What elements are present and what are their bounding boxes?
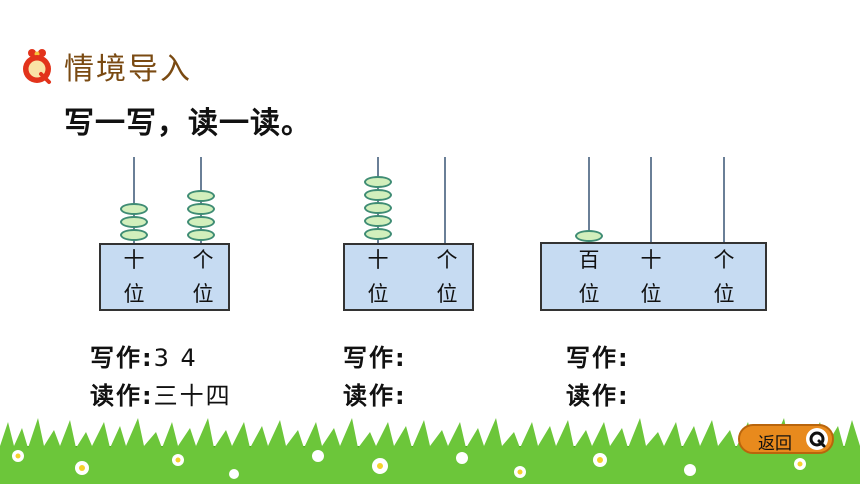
abacus-frame [343, 243, 474, 311]
rod-ones [444, 157, 446, 245]
bead [364, 176, 392, 188]
written-line: 写作:3 4 [90, 338, 198, 373]
place-label-tens: 十 位 [640, 248, 662, 306]
read-line: 读作: [343, 376, 407, 411]
place-label-tens: 十 位 [123, 248, 145, 306]
written-label: 写作: [90, 344, 154, 372]
instruction-text: 写一写，读一读。 [64, 106, 312, 141]
bead [187, 216, 215, 228]
rod-ones [723, 157, 725, 245]
bead [120, 203, 148, 215]
place-label-tens: 十 位 [367, 248, 389, 306]
rod-tens [133, 157, 135, 245]
written-value: 3 4 [153, 344, 198, 372]
read-value: 三十四 [153, 382, 232, 410]
bead [364, 202, 392, 214]
bead [187, 229, 215, 241]
written-line: 写作: [566, 338, 630, 373]
back-button[interactable]: 返回 [738, 424, 834, 454]
bead [187, 190, 215, 202]
grass-decoration [0, 416, 860, 484]
read-line: 读作:三十四 [90, 376, 232, 411]
bead [575, 230, 603, 242]
read-line: 读作: [566, 376, 630, 411]
bead [364, 215, 392, 227]
place-label-ones: 个 位 [713, 248, 735, 306]
abacus-frame [99, 243, 230, 311]
read-label: 读作: [90, 382, 154, 410]
bead [120, 216, 148, 228]
written-label: 写作: [343, 344, 407, 372]
bead [364, 189, 392, 201]
place-label-ones: 个 位 [436, 248, 458, 306]
read-label: 读作: [566, 382, 630, 410]
rod-hundreds [588, 157, 590, 245]
back-button-label: 返回 [758, 434, 792, 454]
bead [364, 228, 392, 240]
place-label-hundreds: 百 位 [578, 248, 600, 306]
bead [187, 203, 215, 215]
rod-tens [650, 157, 652, 245]
rod-tens [377, 157, 379, 245]
section-title: 情境导入 [64, 52, 192, 87]
written-label: 写作: [566, 344, 630, 372]
abacus-frame [540, 242, 767, 311]
read-label: 读作: [343, 382, 407, 410]
place-label-ones: 个 位 [192, 248, 214, 306]
written-line: 写作: [343, 338, 407, 373]
bead [120, 229, 148, 241]
q-badge-icon [18, 46, 58, 86]
q-return-icon [806, 428, 828, 450]
